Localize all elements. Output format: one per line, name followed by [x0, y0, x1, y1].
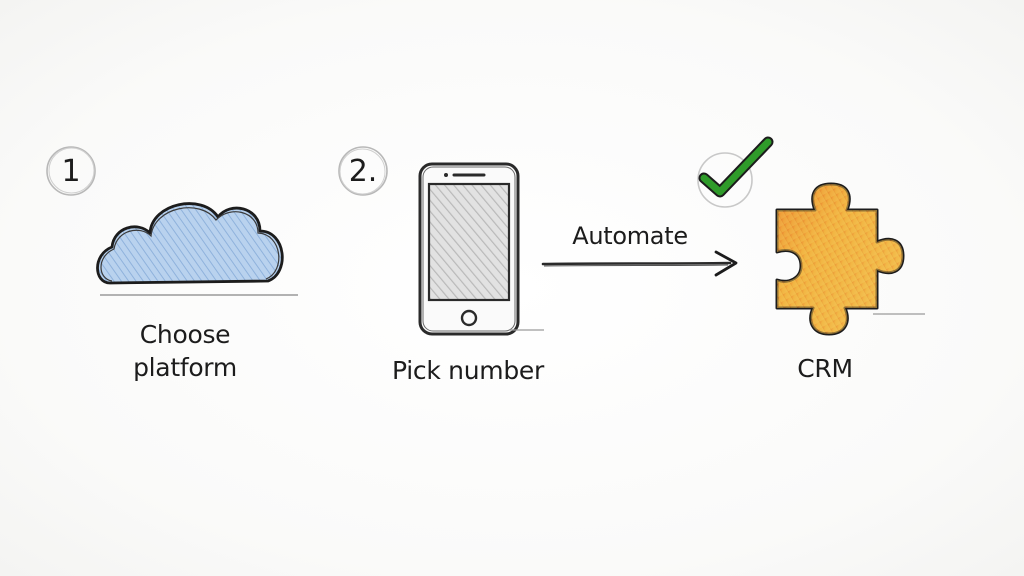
- step-2-badge: 2.: [336, 144, 390, 198]
- step-2-label: Pick number: [392, 356, 544, 385]
- step-1-label-line-2: platform: [133, 353, 237, 382]
- step-1-number: 1: [61, 153, 81, 189]
- step-1-badge: 1: [44, 144, 98, 198]
- cloud-icon: [96, 202, 298, 296]
- badge-circle-icon: [338, 146, 388, 196]
- phone-icon: [418, 162, 544, 336]
- puzzle-piece-icon: [775, 182, 925, 336]
- checkmark-icon: [697, 136, 774, 208]
- step-1-label: Choose platform: [110, 318, 260, 384]
- arrow-right-icon: [541, 250, 738, 277]
- step-3-label: CRM: [797, 354, 853, 383]
- step-2-number: 2.: [348, 153, 378, 189]
- badge-circle-icon: [46, 146, 96, 196]
- arrow-label: Automate: [572, 222, 688, 250]
- step-1-label-line-1: Choose: [139, 320, 231, 349]
